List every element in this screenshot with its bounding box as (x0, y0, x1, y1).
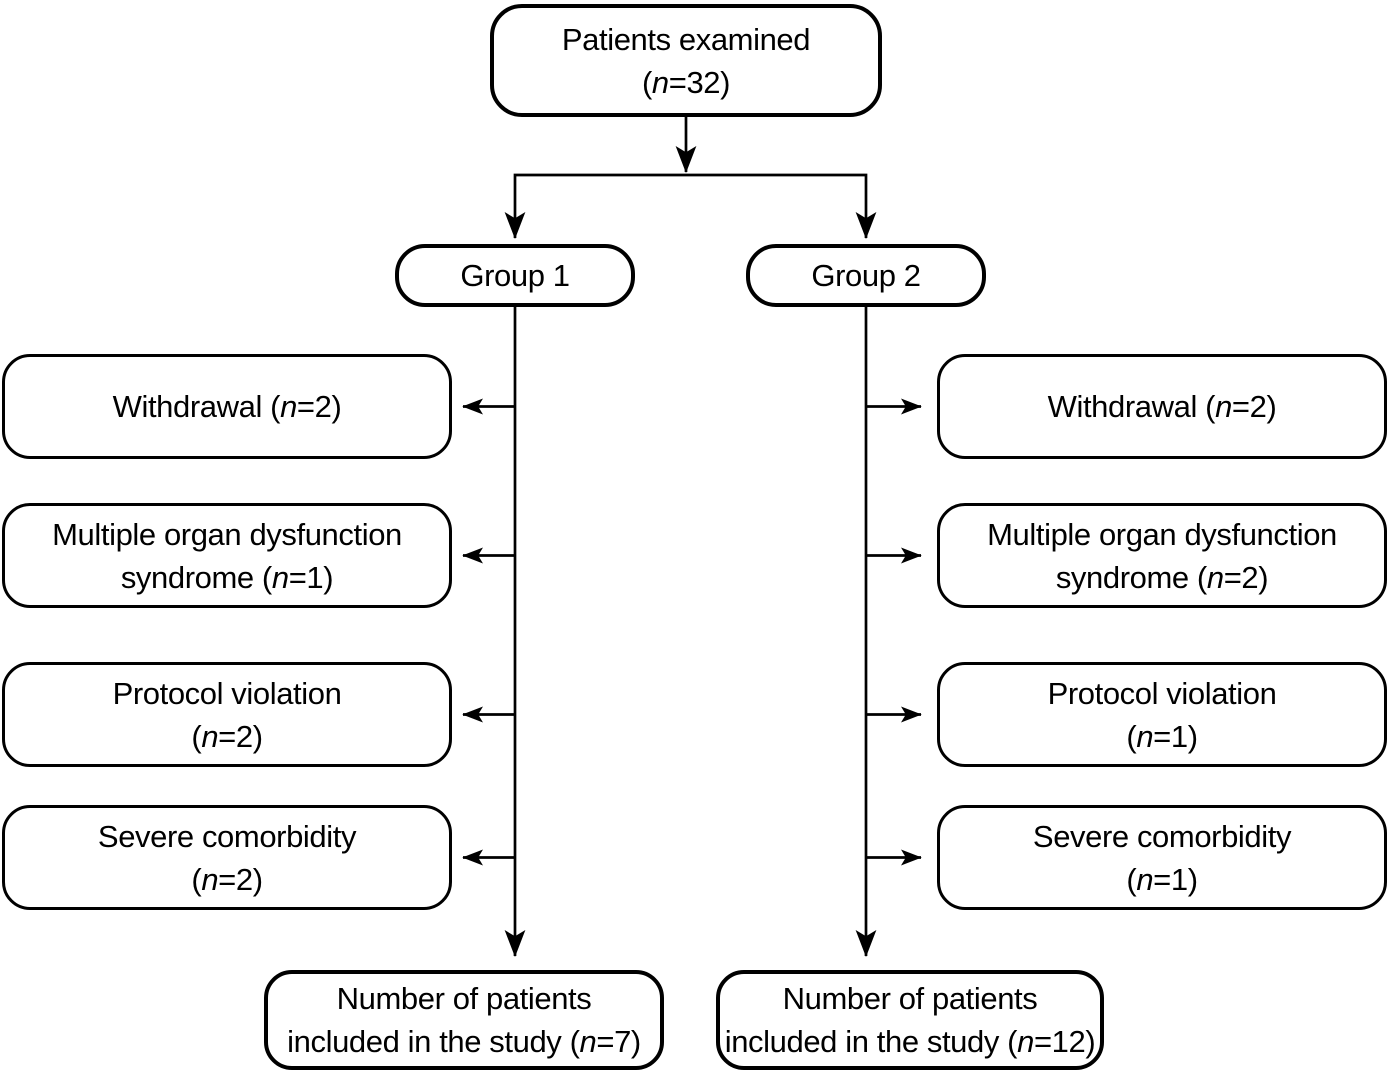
box-line: Patients examined (561, 21, 811, 57)
box-line: Protocol violation (1047, 675, 1277, 711)
box-group-1: Group 1 (395, 244, 635, 307)
box-g2-included-in-study: Number of patients included in the study… (716, 970, 1104, 1070)
box-line: syndrome (n=1) (120, 559, 334, 595)
box-g2-mods: Multiple organ dysfunction syndrome (n=2… (937, 503, 1387, 608)
box-g1-withdrawal: Withdrawal (n=2) (2, 354, 452, 459)
box-line: Group 1 (460, 258, 570, 293)
box-g1-protocol-violation: Protocol violation (n=2) (2, 662, 452, 767)
box-line: (n=32) (641, 64, 731, 100)
box-line: (n=2) (191, 861, 263, 897)
box-g2-withdrawal: Withdrawal (n=2) (937, 354, 1387, 459)
box-line: Multiple organ dysfunction (52, 516, 402, 552)
box-g1-included-in-study: Number of patients included in the study… (264, 970, 664, 1070)
box-g2-protocol-violation: Protocol violation (n=1) (937, 662, 1387, 767)
box-line: (n=1) (1126, 718, 1198, 754)
box-line: included in the study (n=7) (287, 1024, 641, 1059)
box-line: (n=2) (191, 718, 263, 754)
box-g2-severe-comorbidity: Severe comorbidity (n=1) (937, 805, 1387, 910)
box-line: Group 2 (811, 258, 921, 293)
box-line: Severe comorbidity (1032, 818, 1292, 854)
box-line: Severe comorbidity (97, 818, 357, 854)
box-line: Number of patients (782, 981, 1038, 1016)
box-line: (n=1) (1126, 861, 1198, 897)
box-line: Withdrawal (n=2) (1047, 389, 1277, 424)
box-patients-examined: Patients examined (n=32) (490, 4, 882, 117)
box-g1-mods: Multiple organ dysfunction syndrome (n=1… (2, 503, 452, 608)
box-g1-severe-comorbidity: Severe comorbidity (n=2) (2, 805, 452, 910)
box-group-2: Group 2 (746, 244, 986, 307)
box-line: Withdrawal (n=2) (112, 389, 342, 424)
box-line: included in the study (n=12) (724, 1024, 1096, 1059)
box-line: Multiple organ dysfunction (987, 516, 1337, 552)
box-line: Number of patients (336, 981, 592, 1016)
box-line: Protocol violation (112, 675, 342, 711)
box-line: syndrome (n=2) (1055, 559, 1269, 595)
connector-split-to-groups (504, 173, 877, 240)
